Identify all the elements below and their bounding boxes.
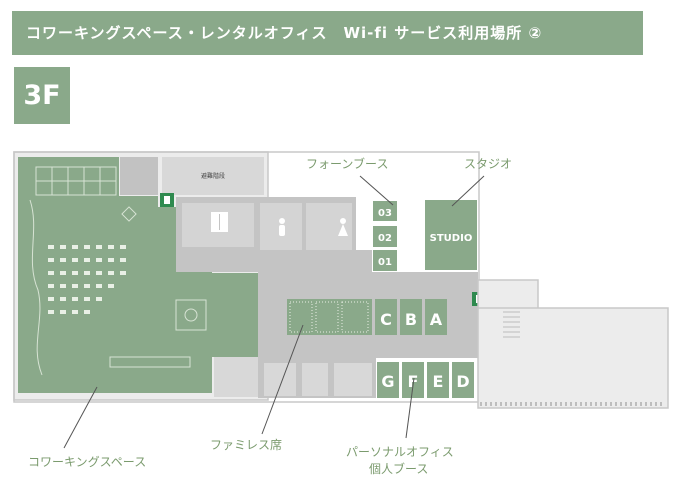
room-d — [452, 362, 474, 398]
phone-booth-03 — [373, 201, 397, 221]
room-c — [375, 299, 397, 335]
exit-sign-icon — [160, 193, 174, 207]
room-b-label: B — [405, 310, 417, 329]
small-room — [162, 157, 264, 195]
room-g-label: G — [381, 372, 394, 391]
floor-badge: 3F — [14, 67, 70, 124]
page-title: コワーキングスペース・レンタルオフィス Wi-fi サービス利用場所 ② — [26, 24, 543, 42]
booth-03-label: 03 — [378, 208, 392, 219]
studio-room — [425, 200, 477, 270]
family-seats-area — [287, 299, 372, 335]
room-f-label: F — [408, 372, 419, 391]
room-a — [425, 299, 447, 335]
booth-02-label: 02 — [378, 233, 392, 244]
terrace-area — [477, 279, 539, 311]
storage-room — [120, 157, 158, 195]
terrace-area-lower — [477, 307, 669, 409]
phone-booth-callout: フォーンブース — [306, 157, 389, 171]
restroom-female-icon — [338, 218, 348, 236]
room-c-label: C — [380, 310, 392, 329]
room-e-label: E — [433, 372, 444, 391]
phone-booth-02 — [373, 226, 397, 247]
phone-booth-01 — [373, 250, 397, 271]
personal-office-callout: パーソナルオフィス — [346, 445, 454, 459]
stairs-icon — [503, 311, 520, 338]
room-b — [400, 299, 422, 335]
room-f — [402, 362, 424, 398]
studio-callout: スタジオ — [464, 157, 513, 171]
callout-lines — [63, 175, 485, 449]
title-banner: コワーキングスペース・レンタルオフィス Wi-fi サービス利用場所 ② — [12, 11, 643, 55]
booth-01-label: 01 — [378, 257, 392, 268]
personal-booth-callout: 個人ブース — [369, 462, 429, 476]
elevator-icon — [211, 212, 228, 232]
desk-pattern — [48, 245, 126, 314]
window-grid — [35, 166, 117, 196]
small-room-label: 避難階段 — [201, 172, 225, 180]
family-seats-callout: ファミレス席 — [210, 438, 283, 452]
room-a-label: A — [430, 310, 443, 329]
coworking-callout: コワーキングスペース — [28, 455, 147, 469]
room-d-label: D — [456, 372, 469, 391]
coworking-area — [18, 157, 260, 393]
room-g — [377, 362, 399, 398]
restroom-male-icon — [279, 218, 285, 236]
studio-label: STUDIO — [430, 233, 473, 244]
room-e — [427, 362, 449, 398]
